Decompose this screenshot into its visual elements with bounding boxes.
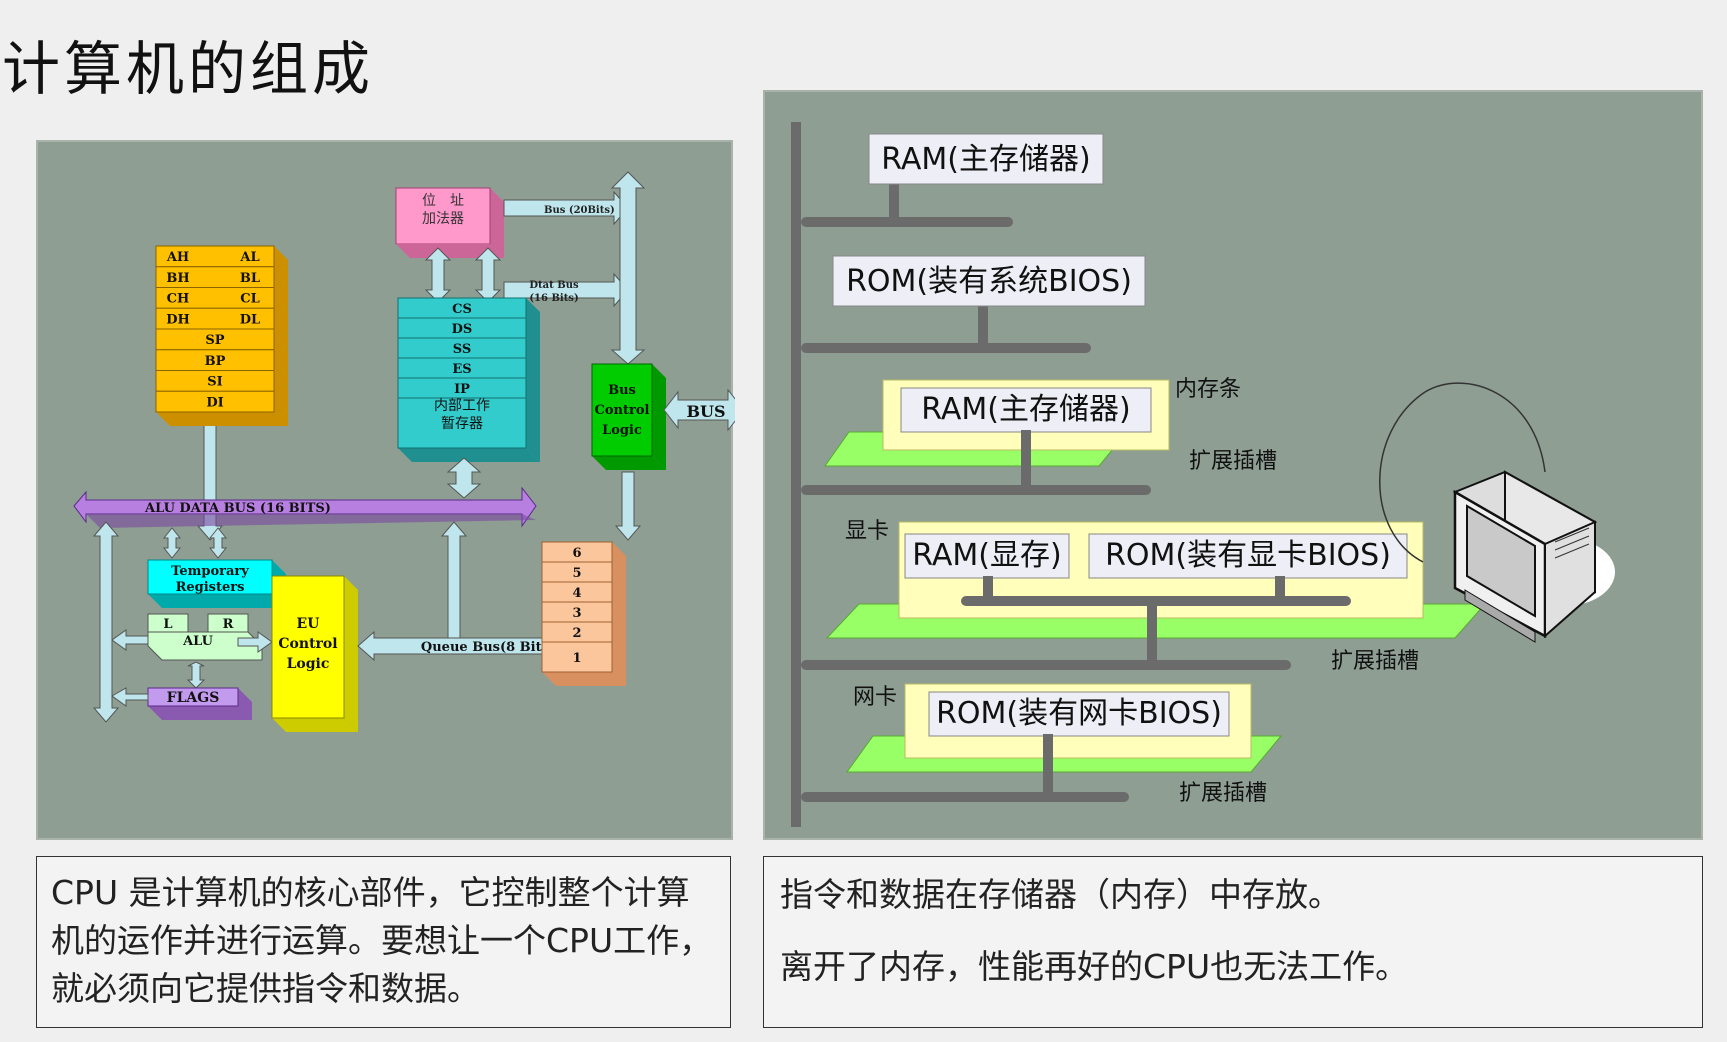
temporary-registers: Temporary Registers (147, 559, 286, 608)
memory-caption-line-2: 离开了内存，性能再好的CPU也无法工作。 (780, 947, 1409, 986)
segment-register-label: DS (452, 322, 473, 337)
system-bus-trunk (791, 122, 801, 827)
register-label: CL (240, 292, 260, 307)
bus-control-logic: Bus Control Logic (591, 363, 666, 470)
register-label: SI (207, 375, 222, 390)
cpu-diagram: AH AL BH BL CH CL DH DL SP BP SI DI 位 址 加法器 Bus (20… (73, 171, 745, 732)
address-bus-label: Bus (20Bits) (544, 205, 615, 216)
queue-slot-label: 6 (572, 546, 581, 561)
queue-slot-label: 1 (572, 651, 581, 666)
alu-label: ALU (182, 634, 214, 649)
eu-label-1: EU (297, 616, 320, 632)
eu-control-logic: EU Control Logic (271, 575, 358, 732)
memory-stick-label: 内存条 (1175, 377, 1241, 402)
register-label: AL (239, 250, 259, 265)
ram-main-box (868, 133, 1104, 185)
page-title: 计算机的组成 (2, 35, 375, 103)
register-label: DI (206, 395, 223, 410)
internal-regs-label-1: 内部工作 (434, 398, 490, 414)
segment-register-label: SS (453, 342, 472, 357)
temp-reg-label-1: Temporary (171, 564, 249, 579)
cpu-architecture-panel: AH AL BH BL CH CL DH DL SP BP SI DI 位 址 加法器 Bus (20… (36, 140, 745, 840)
alu-l-label: L (163, 617, 172, 632)
alu-r-label: R (223, 617, 234, 632)
register-label: AH (166, 250, 189, 265)
gpu-label: 显卡 (845, 519, 889, 544)
memory-caption: 指令和数据在存储器（内存）中存放。 离开了内存，性能再好的CPU也无法工作。 (763, 856, 1703, 1028)
internal-regs-label-2: 暂存器 (441, 416, 483, 432)
memory-diagram: RAM(主存储器) ROM(装有系统BIOS) RAM(主存储器) 内存条 扩展… (791, 122, 1615, 827)
eu-label-3: Logic (287, 656, 330, 672)
nic-rom-label: ROM(装有网卡BIOS) (936, 696, 1222, 731)
alu-unit: L R ALU (147, 613, 263, 661)
vram-label: RAM(显存) (912, 538, 1061, 573)
main-address-arrow (610, 171, 646, 365)
data-bus-label-1: Dtat Bus (529, 280, 579, 291)
slot-label-1: 扩展插槽 (1189, 449, 1277, 474)
register-label: DL (240, 312, 260, 327)
ram-main-label: RAM(主存储器) (881, 142, 1090, 177)
slot-label-2: 扩展插槽 (1331, 649, 1419, 674)
data-bus-label-2: (16 Bits) (529, 293, 578, 304)
bus-control-label-2: Control (595, 403, 650, 418)
queue-bus-label: Queue Bus(8 Bits) (421, 640, 555, 655)
queue-slot-label: 3 (572, 606, 581, 621)
instruction-queue: 6 5 4 3 2 1 (541, 541, 626, 686)
adder-label-1: 位 址 (422, 193, 464, 209)
alu-data-bus: ALU DATA BUS (16 BITS) (73, 486, 537, 528)
register-label: BH (166, 271, 189, 286)
bus-label: BUS (686, 402, 725, 421)
eu-label-2: Control (278, 636, 337, 652)
alu-data-bus-label: ALU DATA BUS (16 BITS) (144, 501, 331, 516)
register-label: BP (205, 354, 226, 369)
bus-control-label-3: Logic (602, 423, 642, 438)
segment-register-label: IP (454, 382, 470, 397)
rom-bios-label: ROM(装有系统BIOS) (846, 264, 1132, 299)
adder-label-2: 加法器 (422, 211, 464, 227)
bus-control-label-1: Bus (608, 383, 636, 398)
segment-register-label: CS (452, 302, 472, 317)
memory-caption-line-1: 指令和数据在存储器（内存）中存放。 (780, 875, 1341, 914)
flags-register: FLAGS (147, 687, 252, 720)
register-label: CH (167, 292, 190, 307)
queue-slot-label: 2 (572, 626, 581, 641)
memory-panel: RAM(主存储器) ROM(装有系统BIOS) RAM(主存储器) 内存条 扩展… (763, 90, 1703, 840)
address-adder: 位 址 加法器 (395, 187, 504, 258)
ram-stick-label: RAM(主存储器) (921, 392, 1130, 427)
flags-label: FLAGS (167, 690, 220, 706)
slot-label-3: 扩展插槽 (1179, 781, 1267, 806)
register-label: BL (240, 271, 260, 286)
register-label: DH (166, 312, 190, 327)
rom-bios-box (832, 255, 1146, 307)
nic-label: 网卡 (853, 685, 897, 710)
gpu-rom-label: ROM(装有显卡BIOS) (1105, 538, 1391, 573)
queue-slot-label: 4 (572, 586, 581, 601)
general-registers: AH AL BH BL CH CL DH DL SP BP SI DI (155, 245, 288, 426)
segment-register-label: ES (452, 362, 471, 377)
queue-slot-label: 5 (572, 566, 581, 581)
temp-reg-label-2: Registers (176, 580, 245, 595)
register-label: SP (205, 333, 224, 348)
monitor-icon (1379, 382, 1615, 643)
segment-registers: CS DS SS ES IP 内部工作 暂存器 (397, 297, 540, 462)
cpu-caption: CPU 是计算机的核心部件，它控制整个计算机的运作并进行运算。要想让一个CPU工… (36, 856, 731, 1028)
